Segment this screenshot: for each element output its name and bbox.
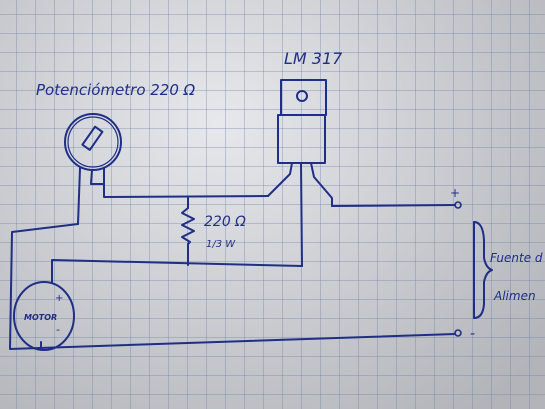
supply-plus-sign: + <box>450 186 460 200</box>
motor-minus-sign: - <box>56 323 60 336</box>
supply-label-line1: Fuente d <box>490 251 543 265</box>
resistor-220 <box>181 197 195 266</box>
motor <box>13 281 75 351</box>
wires <box>9 183 493 350</box>
potentiometer-label: Potenciómetro 220 Ω <box>36 81 196 99</box>
resistor-power-label: 1/3 W <box>206 239 236 250</box>
motor-plus-sign: + <box>55 293 63 304</box>
regulator-label: LM 317 <box>284 49 343 68</box>
potentiometer <box>64 113 122 225</box>
resistor-value-label: 220 Ω <box>204 214 246 230</box>
motor-label: MOTOR <box>24 313 57 322</box>
lm317-regulator <box>267 79 333 267</box>
supply-label-line2: Alimen <box>493 289 536 303</box>
supply-minus-sign: - <box>470 326 475 342</box>
supply-terminals <box>454 201 462 337</box>
